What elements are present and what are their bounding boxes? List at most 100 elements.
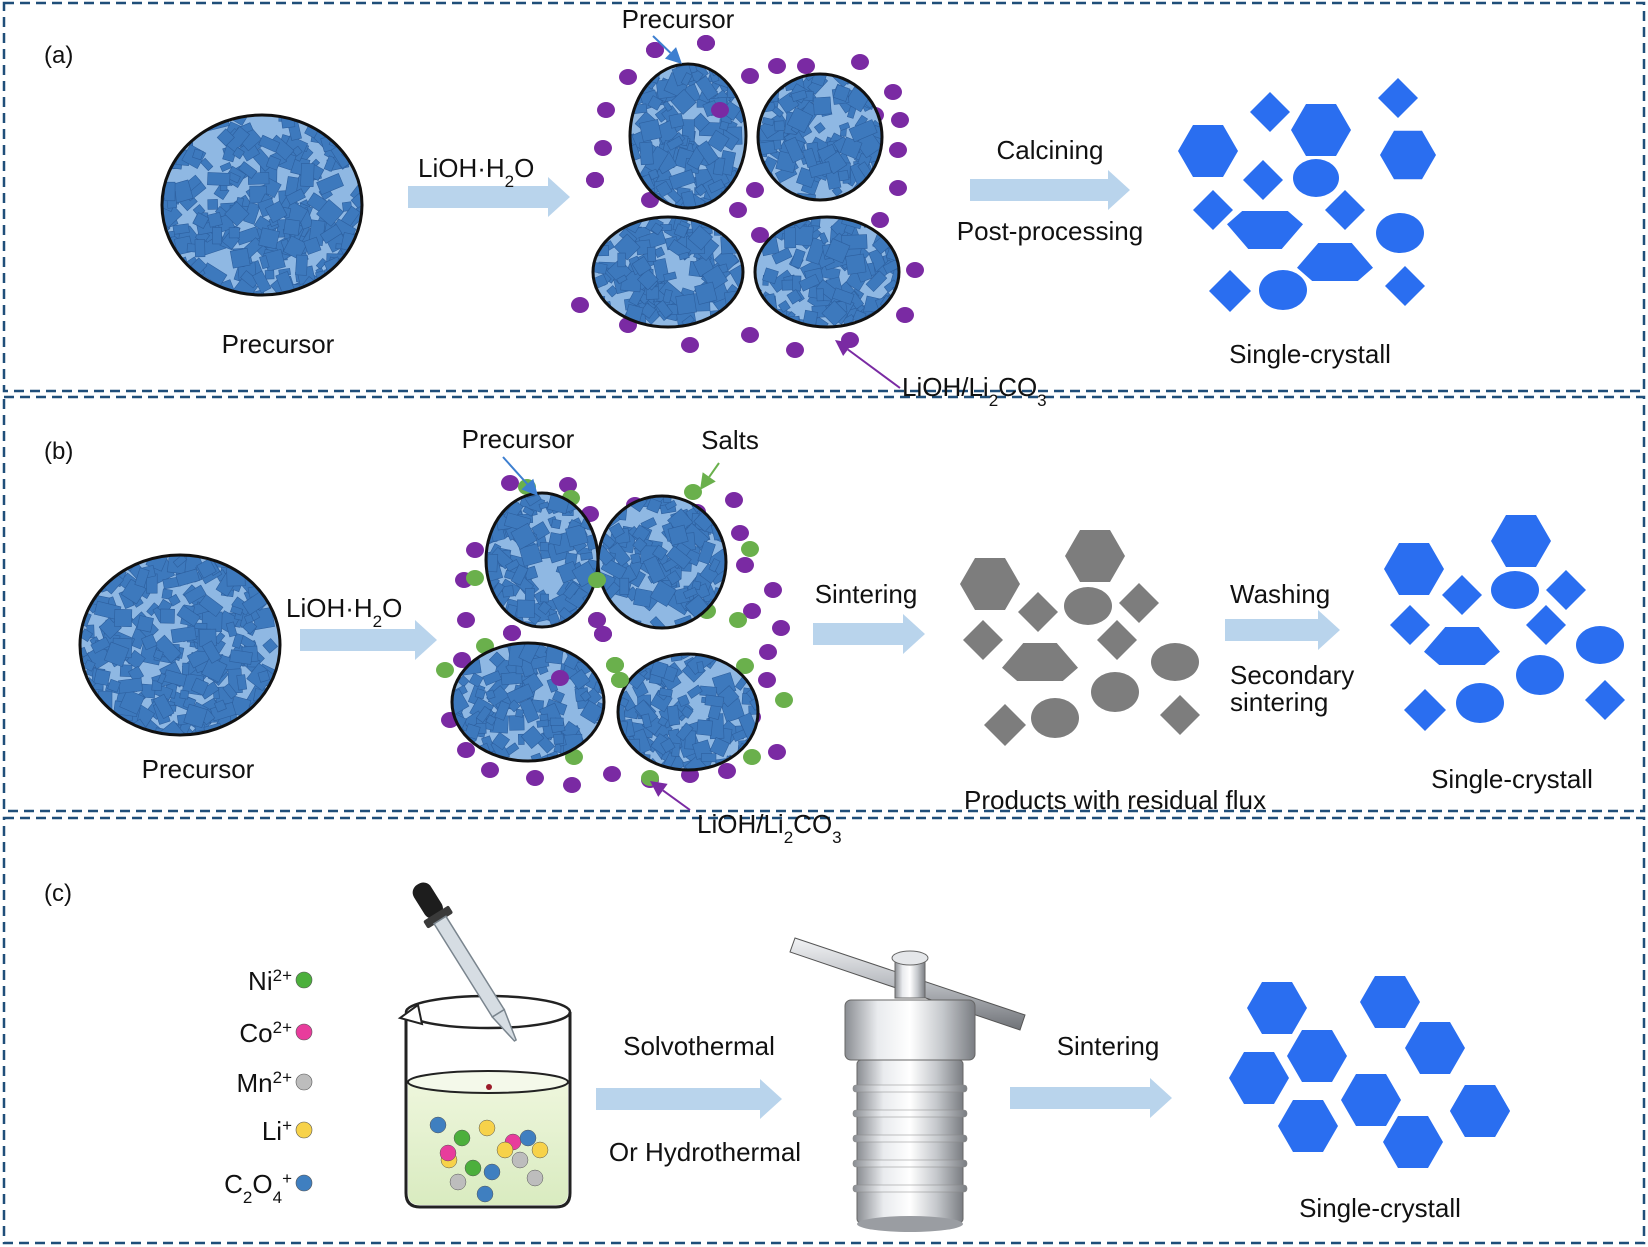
particle-dot (718, 763, 736, 779)
ion-swatch (295, 971, 313, 989)
dissolved-ions (429, 1116, 549, 1203)
text-part: LiOH/Li (902, 372, 989, 402)
text-part: C (224, 1169, 243, 1199)
particle-dot (731, 525, 749, 541)
single-crystal-group (1229, 976, 1510, 1168)
particle-dot (736, 658, 754, 674)
diamond-crystal (1325, 190, 1365, 230)
text-part: O (252, 1169, 272, 1199)
precursor-label: Precursor (222, 329, 335, 359)
ellipse-crystal (1376, 213, 1424, 253)
lithium-pointer-arrow (650, 781, 691, 811)
salts-pointer-arrow (700, 462, 720, 490)
particle-dot (453, 652, 471, 668)
diamond-crystal (1385, 266, 1425, 306)
ion-dot (531, 1141, 549, 1159)
particle-dot (711, 102, 729, 118)
liquid-surface (407, 1070, 569, 1094)
text-part: LiOH·H (286, 593, 373, 623)
ion-dot (464, 1159, 482, 1177)
particle-dot (594, 140, 612, 156)
particle-dot (526, 770, 544, 786)
particle-dot (871, 212, 889, 228)
beaker-wall (404, 1012, 572, 1209)
diamond-crystal (1585, 680, 1625, 720)
ion-dot (439, 1144, 457, 1162)
autoclave-base (857, 1216, 963, 1232)
particle-dot (741, 327, 759, 343)
ion-swatch (295, 1023, 313, 1041)
autoclave-cap (844, 999, 976, 1061)
calcining-arrow (970, 170, 1130, 210)
particle-dot (758, 672, 776, 688)
diamond-crystal (1526, 605, 1566, 645)
ion-legend: Ni2+Co2+Mn2+Li+C2O4+ (224, 966, 313, 1207)
particle-dot (889, 142, 907, 158)
particle-dot (563, 777, 581, 793)
particle-dot (768, 58, 786, 74)
ellipse-particle (1031, 698, 1079, 738)
hexagon-crystal (1278, 1100, 1338, 1152)
ion-swatch (295, 1121, 313, 1139)
particle-dot (729, 202, 747, 218)
diamond-particle (963, 620, 1003, 660)
lithium-source-label: LiOH/Li2CO3 (902, 372, 1047, 410)
particle-dot (741, 68, 759, 84)
text-part: 2+ (273, 1018, 292, 1037)
solvothermal-label: Solvothermal (623, 1031, 775, 1061)
ion-label: Co2+ (239, 1018, 292, 1049)
ion-dot (449, 1173, 467, 1191)
hexagon-crystal (1229, 1052, 1289, 1104)
lithium-pointer-arrow (835, 340, 901, 389)
hexagon-crystal (1384, 543, 1444, 595)
precursor-particle (596, 494, 728, 630)
precursor-particle (78, 553, 282, 737)
dropper-collar (423, 906, 453, 929)
particle-dot (606, 657, 624, 673)
particle-dot (772, 620, 790, 636)
ion-legend-row: Mn2+ (236, 1068, 313, 1098)
diamond-crystal (1378, 78, 1418, 118)
particle-dot (481, 762, 499, 778)
particle-dot (759, 644, 777, 660)
beaker-spout (397, 1003, 424, 1026)
precursor-pointer-arrow (502, 456, 538, 496)
particle-outline (753, 215, 901, 329)
particle-dot (603, 766, 621, 782)
particle-dot (436, 662, 454, 678)
ellipse-crystal (1456, 683, 1504, 723)
hexagon-particle (1065, 530, 1125, 582)
text-part: 3 (1037, 391, 1046, 410)
hexagon-crystal (1360, 976, 1420, 1028)
particle-dot (797, 58, 815, 74)
flux-salt-dots-front (588, 572, 629, 688)
precursor-particle (591, 215, 745, 329)
single-crystal-group (1384, 515, 1625, 731)
particle-dot (466, 570, 484, 586)
panel-frame-a (2, 1, 1646, 393)
text-part: 2 (784, 828, 793, 847)
reagent-label: LiOH·H2O (286, 593, 402, 631)
autoclave-ring (852, 1084, 968, 1093)
lithiation-arrow (300, 620, 437, 660)
particle-dot (743, 749, 761, 765)
ion-label: C2O4+ (224, 1169, 292, 1207)
particle-dot (457, 612, 475, 628)
diamond-crystal (1209, 270, 1251, 312)
pentagon-crystal (1424, 627, 1500, 665)
particle-dot (896, 307, 914, 323)
text-part: 2+ (273, 1068, 292, 1087)
particle-dot (736, 557, 754, 573)
diamond-particle (1160, 695, 1200, 735)
product-label: Single-crystall (1431, 764, 1593, 794)
text-part: + (282, 1116, 292, 1135)
autoclave-icon (789, 937, 1026, 1232)
diamond-particle (1119, 583, 1159, 623)
product-label: Single-crystall (1229, 339, 1391, 369)
diamond-crystal (1442, 575, 1482, 615)
ion-legend-row: Ni2+ (248, 966, 313, 996)
ellipse-particle (1091, 672, 1139, 712)
